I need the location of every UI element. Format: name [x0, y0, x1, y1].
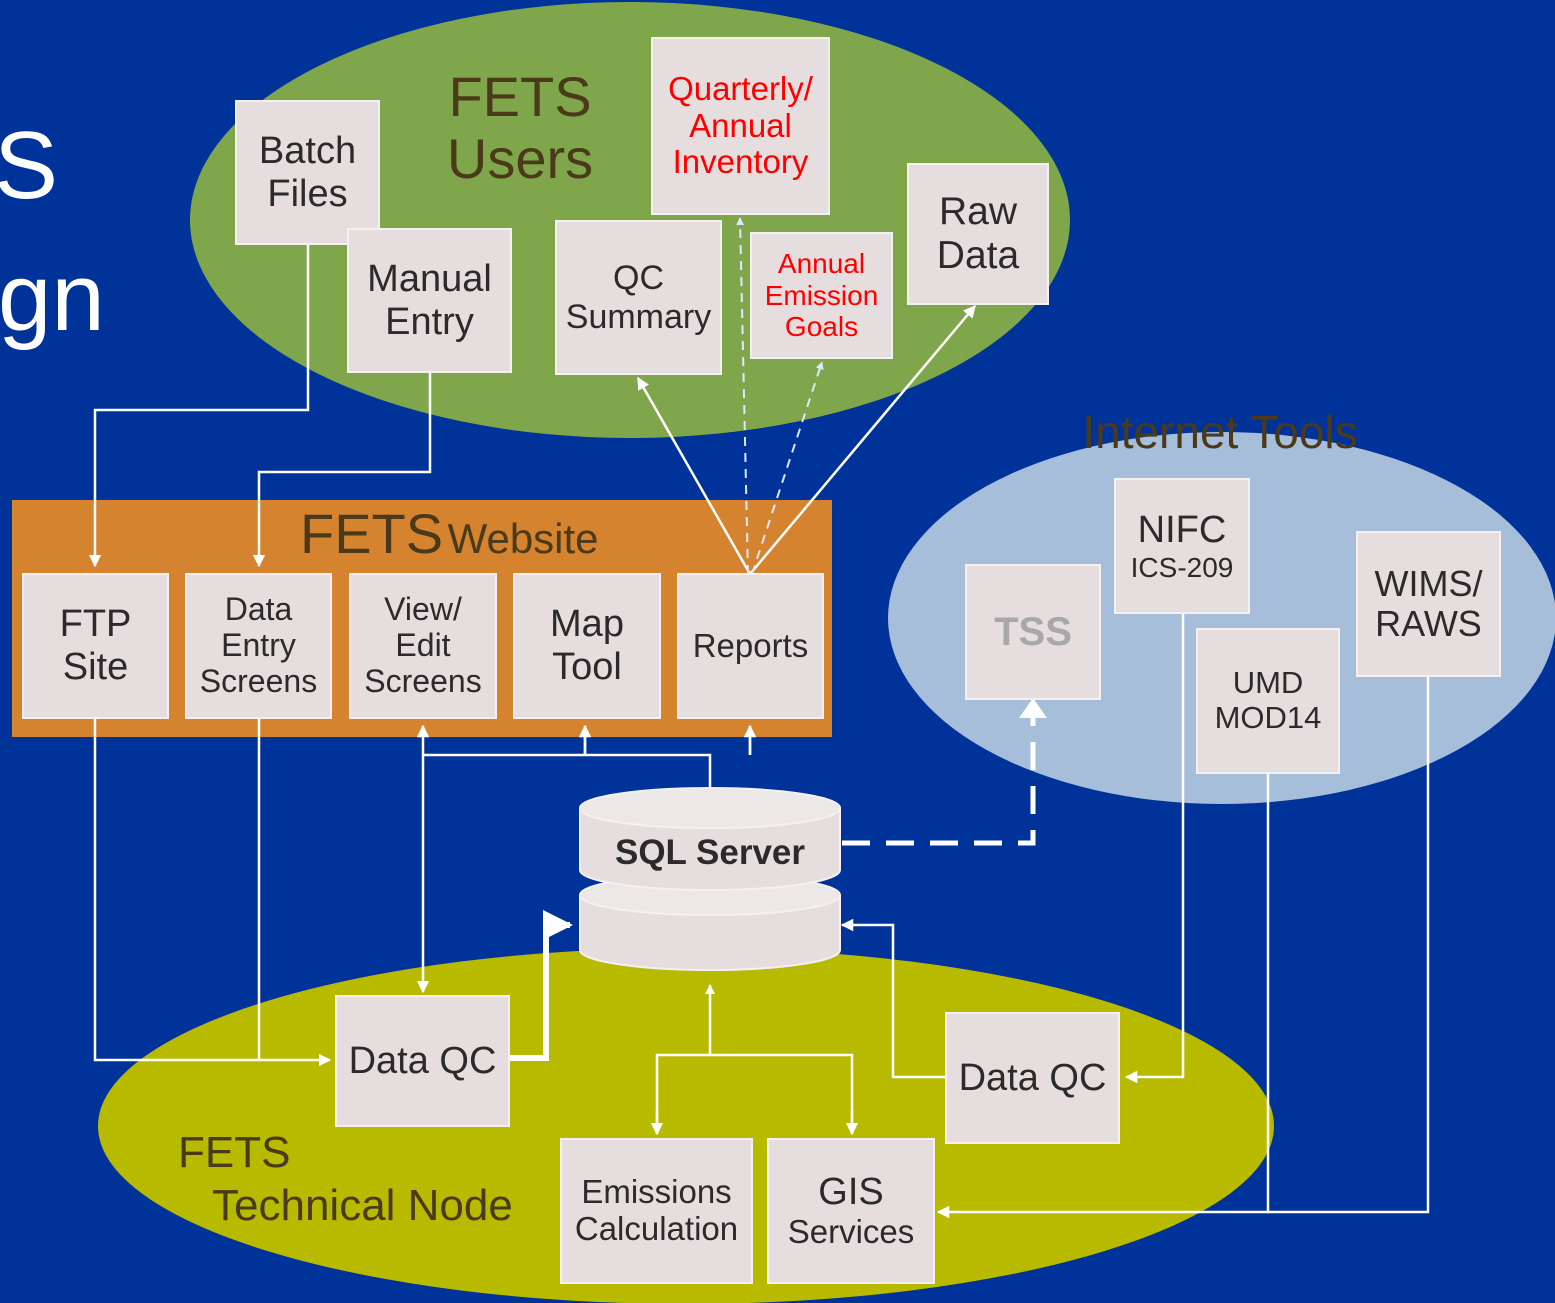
connector-reports-to-raw-data	[749, 305, 976, 575]
nifc-line1: NIFC	[1137, 509, 1227, 552]
nifc-box[interactable]: NIFC ICS-209	[1114, 478, 1250, 614]
fets-users-label-line1: FETS	[448, 65, 592, 129]
data-qc-right-line1: Data QC	[958, 1056, 1107, 1099]
ftp-site-line1: FTP	[59, 603, 132, 646]
raw-data-line2: Data	[936, 234, 1020, 277]
data-entry-screens-line1: Data	[224, 591, 293, 628]
nifc-line2: ICS-209	[1130, 551, 1234, 583]
map-tool-line1: Map	[550, 603, 624, 646]
umd-mod14-line2: MOD14	[1214, 700, 1322, 735]
connector-sql-to-processing	[655, 985, 854, 1134]
manual-entry-line1: Manual	[367, 257, 492, 300]
reports-line1: Reports	[692, 626, 809, 664]
quarterly-inventory-line1: Quarterly/	[668, 69, 813, 107]
internet-tools-label: Internet Tools	[1082, 405, 1358, 458]
connector-qc-to-sql	[510, 910, 573, 1061]
gis-services-line1: GIS	[818, 1171, 884, 1214]
connector-manual-to-entry	[252, 371, 432, 568]
fets-users-label: FETS Users	[420, 58, 620, 198]
gis-services-box[interactable]: GIS Services	[767, 1138, 935, 1284]
wims-raws-box[interactable]: WIMS/ RAWS	[1356, 531, 1501, 677]
emissions-calculation-box[interactable]: Emissions Calculation	[560, 1138, 753, 1284]
tss-arrowhead	[1019, 698, 1047, 718]
view-edit-screens-line2: Edit	[395, 627, 451, 664]
annual-emission-goals-line2: Emission	[764, 279, 879, 311]
connector-qc-right-to-sql	[840, 918, 945, 1079]
slide-title-fragment-1: S	[0, 112, 59, 219]
fets-website-label-small: Website	[447, 515, 599, 562]
connector-reports-to-qc-summary	[636, 376, 752, 575]
view-edit-screens-line1: View/	[384, 591, 462, 628]
data-qc-left-box[interactable]: Data QC	[335, 995, 510, 1127]
data-entry-screens-box[interactable]: Data Entry Screens	[185, 573, 332, 719]
connector-wims-to-gis	[1268, 675, 1430, 1214]
manual-entry-box[interactable]: Manual Entry	[347, 228, 512, 373]
emissions-calculation-line1: Emissions	[581, 1173, 732, 1211]
connector-batch-to-ftp	[88, 242, 310, 568]
quarterly-inventory-line3: Inventory	[672, 143, 809, 181]
annual-emission-goals-line3: Goals	[784, 311, 859, 343]
dashed-sql-to-tss	[842, 718, 1036, 846]
view-edit-screens-box[interactable]: View/ Edit Screens	[349, 573, 497, 719]
raw-data-line1: Raw	[938, 190, 1018, 234]
fets-users-label-line2: Users	[446, 127, 594, 190]
fets-website-label: FETS Website	[300, 504, 680, 564]
dashed-reports-to-inventory	[736, 217, 749, 575]
sql-server-database	[579, 787, 841, 971]
technical-node-label: FETS Technical Node	[178, 1125, 548, 1235]
batch-files-box[interactable]: Batch Files	[235, 100, 380, 245]
qc-summary-box[interactable]: QC Summary	[555, 220, 722, 375]
raw-data-box[interactable]: Raw Data	[907, 163, 1049, 305]
reports-box[interactable]: Reports	[677, 573, 824, 719]
data-qc-left-line1: Data QC	[348, 1039, 497, 1082]
emissions-calculation-line2: Calculation	[574, 1210, 739, 1247]
data-qc-right-box[interactable]: Data QC	[945, 1012, 1120, 1144]
tss-line1: TSS	[994, 609, 1072, 654]
view-edit-screens-line3: Screens	[364, 662, 482, 699]
technical-node-label-line2: Technical Node	[212, 1181, 513, 1230]
data-entry-screens-line2: Entry	[221, 627, 296, 664]
dashed-reports-to-goals	[751, 361, 824, 575]
umd-mod14-box[interactable]: UMD MOD14	[1196, 628, 1340, 774]
internet-tools-ellipse	[888, 432, 1555, 804]
annual-emission-goals-line1: Annual	[777, 248, 866, 280]
qc-summary-line2: Summary	[565, 297, 712, 336]
quarterly-inventory-box[interactable]: Quarterly/ Annual Inventory	[651, 37, 830, 215]
sql-server-label[interactable]: SQL Server	[614, 832, 806, 872]
tss-box[interactable]: TSS	[965, 564, 1101, 700]
annual-emission-goals-box[interactable]: Annual Emission Goals	[750, 232, 893, 359]
qc-summary-line1: QC	[613, 259, 664, 298]
ftp-site-box[interactable]: FTP Site	[22, 573, 169, 719]
batch-files-line1: Batch	[258, 129, 357, 172]
umd-mod14-line1: UMD	[1232, 665, 1304, 701]
ftp-site-line2: Site	[62, 646, 129, 688]
connector-nifc-to-qc	[1124, 612, 1185, 1084]
slide-title-fragment-2: gn	[0, 244, 105, 351]
manual-entry-line2: Entry	[385, 300, 474, 343]
map-tool-box[interactable]: Map Tool	[513, 573, 661, 719]
connector-ftp-to-qc	[93, 718, 332, 1067]
fets-website-label-big: FETS	[300, 502, 444, 565]
wims-raws-line1: WIMS/	[1374, 562, 1483, 604]
wims-raws-line2: RAWS	[1375, 603, 1482, 644]
data-entry-screens-line3: Screens	[199, 662, 318, 699]
gis-services-line2: Services	[787, 1212, 915, 1250]
quarterly-inventory-line2: Annual	[689, 106, 792, 144]
map-tool-line2: Tool	[552, 646, 622, 688]
batch-files-line2: Files	[267, 172, 348, 215]
technical-node-label-line1: FETS	[178, 1128, 291, 1178]
